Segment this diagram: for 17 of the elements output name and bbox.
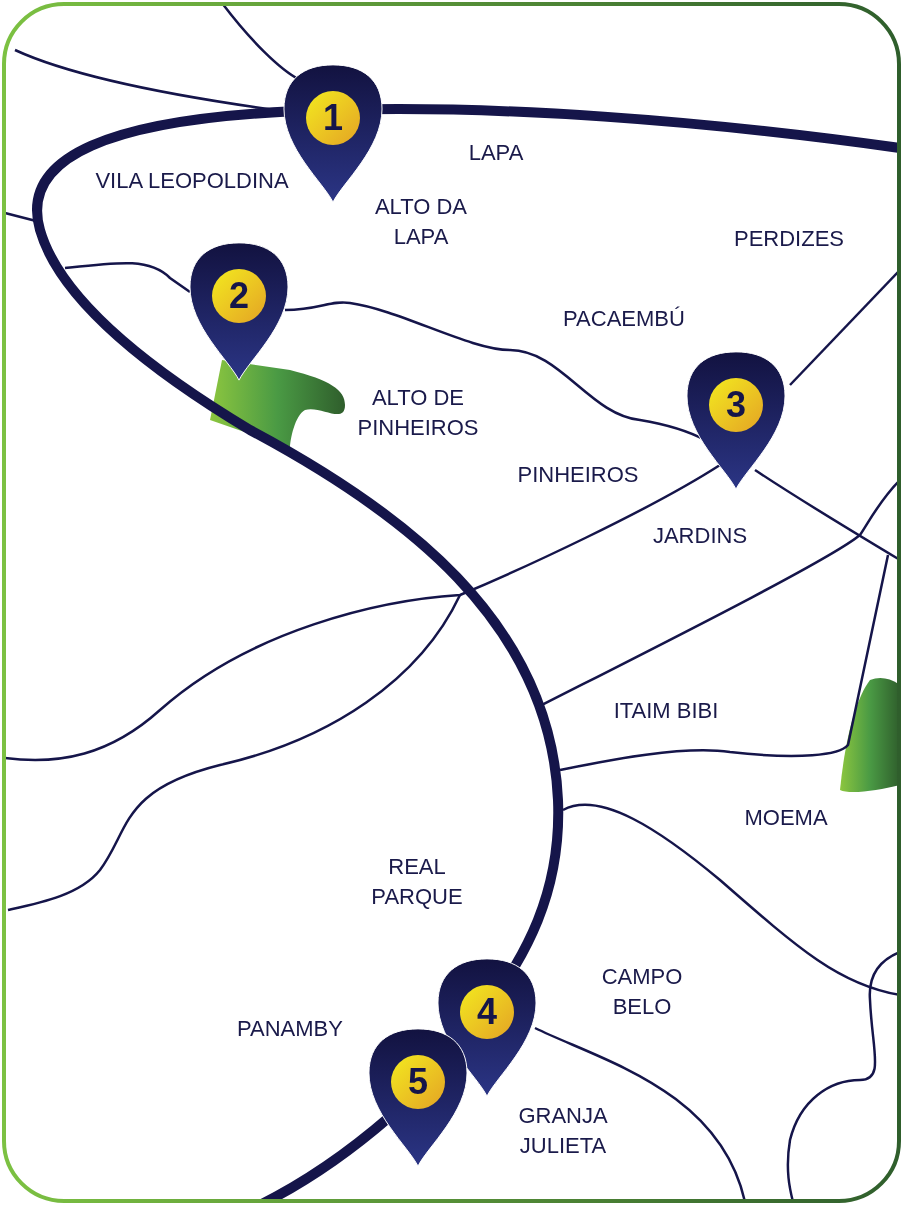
district-label: PANAMBY (236, 1015, 344, 1043)
district-label: JARDINS (651, 522, 749, 550)
district-label: PINHEIROS (516, 461, 640, 489)
district-label: MOEMA (743, 804, 829, 832)
district-label: CAMPO BELO (600, 963, 684, 1021)
district-label: ITAIM BIBI (612, 697, 720, 725)
district-label: REAL PARQUE (370, 853, 464, 911)
district-label: ALTO DA LAPA (373, 193, 469, 251)
map-pin (368, 1027, 468, 1169)
map-pin (189, 241, 289, 383)
district-label: ALTO DE PINHEIROS (356, 384, 480, 442)
district-label: GRANJA JULIETA (517, 1102, 609, 1160)
district-label: PERDIZES (733, 225, 845, 253)
district-label: PACAEMBÚ (562, 305, 686, 333)
district-label: LAPA (467, 139, 525, 167)
map-pin (686, 350, 786, 492)
district-label: VILA LEOPOLDINA (94, 167, 290, 195)
